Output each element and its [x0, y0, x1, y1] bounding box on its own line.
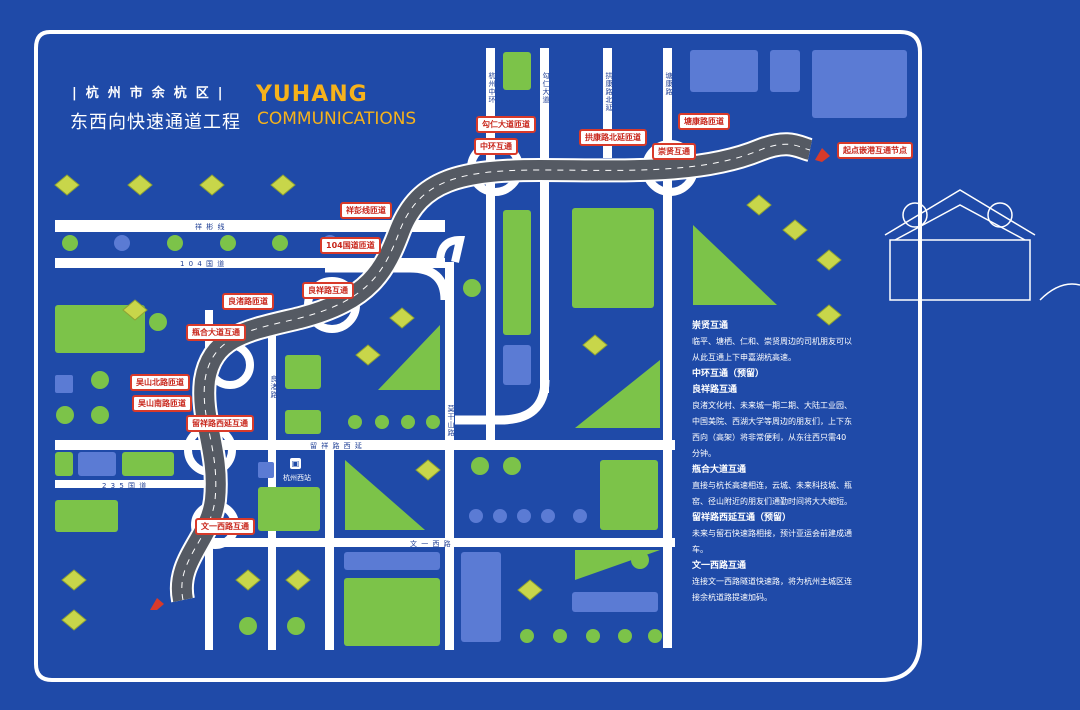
end-flag-icon — [150, 598, 164, 610]
road-label-zhonghuan: 杭州中环 — [488, 72, 496, 104]
road-liuxiang — [55, 440, 675, 450]
callout-liangzhu[interactable]: 良渚路匝道 — [222, 293, 274, 310]
road-label-xiangbin: 祥 彬 线 — [195, 223, 226, 231]
callout-gouren[interactable]: 勾仁大道匝道 — [476, 116, 536, 133]
callout-start[interactable]: 起点嵌港互通节点 — [837, 142, 913, 159]
callout-zhonghuan[interactable]: 中环互通 — [474, 138, 518, 155]
station-label: 杭州西站 — [283, 474, 311, 482]
round-trees — [56, 279, 649, 635]
map-frame — [34, 30, 922, 682]
road-gouren — [540, 48, 549, 393]
road-label-g235: 2 3 5 国 道 — [102, 482, 148, 490]
callout-pinghe[interactable]: 瓶合大道互通 — [186, 324, 246, 341]
info-body: 良渚文化村、未来城一期二期、大陆工业园、中国美院、西湖大学等周边的朋友们，上下东… — [692, 401, 852, 458]
callout-gongkang[interactable]: 拱康路北延匝道 — [579, 129, 647, 146]
callout-wenyi[interactable]: 文一西路互通 — [195, 518, 255, 535]
road-g235 — [55, 480, 225, 488]
road-label-liangzhu: 良渚路 — [270, 375, 278, 399]
info-heading: 瓶合大道互通 — [692, 465, 747, 475]
callout-wushan-south[interactable]: 吴山南路匝道 — [132, 395, 192, 412]
brand-name: YUHANG — [256, 82, 368, 107]
info-body: 未来与留石快速路相接，预计亚运会前建成通车。 — [692, 529, 852, 554]
bus-icon: ▣ — [290, 458, 301, 469]
callout-xiangpeng[interactable]: 祥彭线匝道 — [340, 202, 392, 219]
road-v3 — [325, 440, 334, 650]
callout-liangxiang[interactable]: 良祥路互通 — [302, 282, 354, 299]
expressway — [171, 134, 813, 602]
info-body: 临平、塘栖、仁和、崇贤周边的司机朋友可以从此互通上下申嘉湖杭高速。 — [692, 337, 852, 362]
road-gongkang — [603, 48, 612, 158]
info-body: 连接文一西路隧道快速路，将为杭州主城区连接余杭道路提速加码。 — [692, 577, 852, 602]
callout-wushan-north[interactable]: 吴山北路匝道 — [130, 374, 190, 391]
callout-chongxian[interactable]: 崇贤互通 — [652, 143, 696, 160]
road-label-g104: 1 0 4 国 道 — [180, 260, 226, 268]
road-zhonghuan — [486, 48, 495, 443]
round-markers — [62, 235, 662, 643]
road-moganshan — [445, 262, 454, 650]
road-label-wenyi: 文 一 西 路 — [410, 540, 452, 548]
info-heading: 中环互通（预留） — [692, 369, 765, 379]
road-g104 — [55, 258, 445, 268]
callout-tangkang[interactable]: 塘康路匝道 — [678, 113, 730, 130]
road-label-liuxiang: 留 祥 路 西 延 — [310, 442, 363, 450]
road-label-moganshan: 莫干山路 — [447, 405, 455, 437]
project-title: 东西向快速通道工程 — [70, 112, 241, 133]
road-tangkang — [663, 48, 672, 648]
road-xiangbin — [55, 220, 445, 232]
callout-liuxiang[interactable]: 留祥路西延互通 — [186, 415, 254, 432]
info-heading: 良祥路互通 — [692, 385, 738, 395]
info-heading: 文一西路互通 — [692, 561, 747, 571]
west-station-outline — [884, 189, 1080, 301]
start-flag-icon — [815, 148, 830, 162]
callout-g104[interactable]: 104国道匝道 — [320, 237, 381, 254]
road-label-gongkang: 拱康路北延 — [605, 72, 613, 112]
road-label-tangkang: 塘康路 — [665, 72, 673, 96]
road-label-gouren: 勾仁大道 — [542, 72, 550, 104]
road-wenyi — [205, 538, 675, 547]
info-panel: 崇贤互通 临平、塘栖、仁和、崇贤周边的司机朋友可以从此互通上下申嘉湖杭高速。 中… — [692, 318, 852, 606]
info-heading: 崇贤互通 — [692, 321, 729, 331]
info-body: 直接与杭长高速相连，云城、未来科技城、瓶窑、径山附近的朋友们通勤时间将大大缩短。 — [692, 481, 852, 506]
brand-subtitle: COMMUNICATIONS — [257, 109, 417, 129]
district-label: |杭州市余杭区| — [72, 86, 232, 101]
info-heading: 留祥路西延互通（预留） — [692, 513, 792, 523]
land-blocks — [55, 50, 907, 646]
trees — [54, 174, 842, 631]
